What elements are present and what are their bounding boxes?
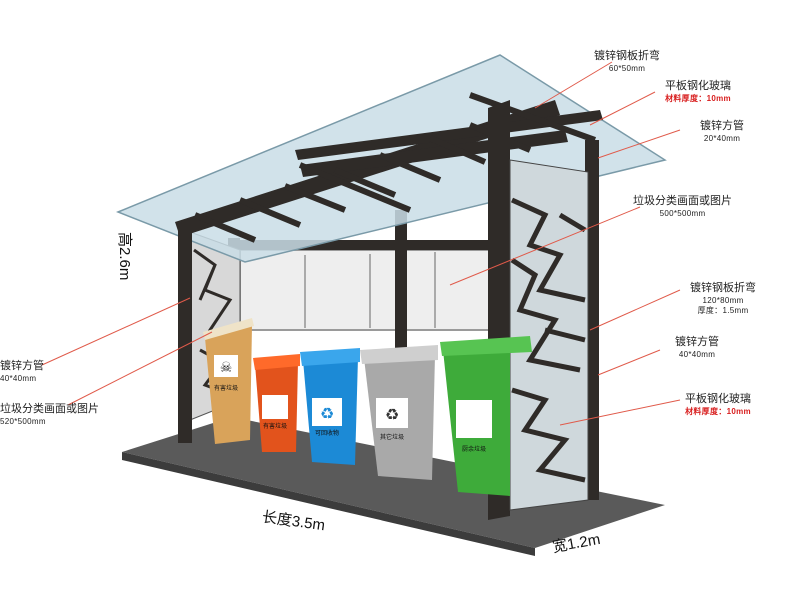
annotation-post-tube: 镀锌方管 40*40mm bbox=[675, 336, 719, 360]
bin-label: 有害垃圾 bbox=[262, 424, 287, 430]
bin-label: 其它垃圾 bbox=[379, 435, 404, 441]
annotation-left-image: 垃圾分类画面或图片 520*500mm bbox=[0, 403, 99, 427]
bin-label: 厨余垃圾 bbox=[461, 447, 486, 453]
annotation-roof-glass: 平板钢化玻璃 材料厚度：10mm bbox=[665, 80, 731, 104]
bin-2 bbox=[253, 354, 300, 452]
bin-label: 有害垃圾 bbox=[213, 386, 238, 392]
annotation-spec: 材料厚度：10mm bbox=[685, 406, 751, 416]
annotation-title: 镀锌方管 bbox=[700, 120, 744, 132]
dimension-height: 高2.6m bbox=[116, 232, 133, 281]
bin-label: 可回收物 bbox=[314, 431, 339, 437]
annotation-title: 镀锌方管 bbox=[0, 360, 44, 372]
annotation-spec: 40*40mm bbox=[678, 349, 716, 359]
right-panel-pattern bbox=[510, 197, 587, 483]
annotation-spec: 500*500mm bbox=[659, 208, 706, 218]
annotation-spec-2: 厚度：1.5mm bbox=[697, 305, 749, 315]
annotation-title: 垃圾分类画面或图片 bbox=[633, 195, 732, 207]
annotation-title: 镀锌方管 bbox=[675, 336, 719, 348]
annotation-title: 镀锌钢板折弯 bbox=[690, 282, 756, 294]
front-post-left bbox=[178, 228, 192, 443]
floor-slab-edge bbox=[122, 452, 535, 556]
svg-text:☠: ☠ bbox=[220, 359, 233, 375]
floor-slab bbox=[122, 417, 665, 548]
annotation-spec: 20*40mm bbox=[703, 133, 741, 143]
annotation-spec: 材料厚度：10mm bbox=[665, 93, 731, 103]
annotation-title: 平板钢化玻璃 bbox=[685, 393, 751, 405]
annotation-sign-image: 垃圾分类画面或图片 500*500mm bbox=[633, 195, 732, 219]
annotation-spec: 40*40mm bbox=[0, 373, 37, 383]
back-window-band bbox=[239, 249, 511, 331]
roof-back-beam bbox=[295, 110, 603, 160]
annotation-roof-frame: 镀锌钢板折弯 60*50mm bbox=[594, 50, 660, 74]
annotation-spec: 520*500mm bbox=[0, 416, 46, 426]
svg-text:♻: ♻ bbox=[385, 407, 399, 424]
annotation-spec: 60*50mm bbox=[608, 63, 646, 73]
svg-text:♻: ♻ bbox=[320, 406, 334, 423]
bin-4: ♻ bbox=[360, 345, 438, 480]
annotation-left-tube: 镀锌方管 40*40mm bbox=[0, 360, 44, 384]
annotation-side-glass: 平板钢化玻璃 材料厚度：10mm bbox=[685, 393, 751, 417]
back-beam bbox=[230, 240, 515, 250]
bin-1: ☠ bbox=[203, 318, 254, 444]
annotation-post-panel: 镀锌钢板折弯 120*80mm 厚度：1.5mm bbox=[690, 282, 756, 316]
annotation-title: 平板钢化玻璃 bbox=[665, 80, 731, 92]
leader-lines bbox=[41, 61, 681, 426]
annotation-title: 垃圾分类画面或图片 bbox=[0, 403, 99, 415]
annotation-roof-tube: 镀锌方管 20*40mm bbox=[700, 120, 744, 144]
bin-5 bbox=[440, 336, 532, 496]
bin-3: ♻ bbox=[300, 348, 360, 465]
annotation-title: 镀锌钢板折弯 bbox=[594, 50, 660, 62]
annotation-spec: 120*80mm bbox=[702, 295, 744, 305]
